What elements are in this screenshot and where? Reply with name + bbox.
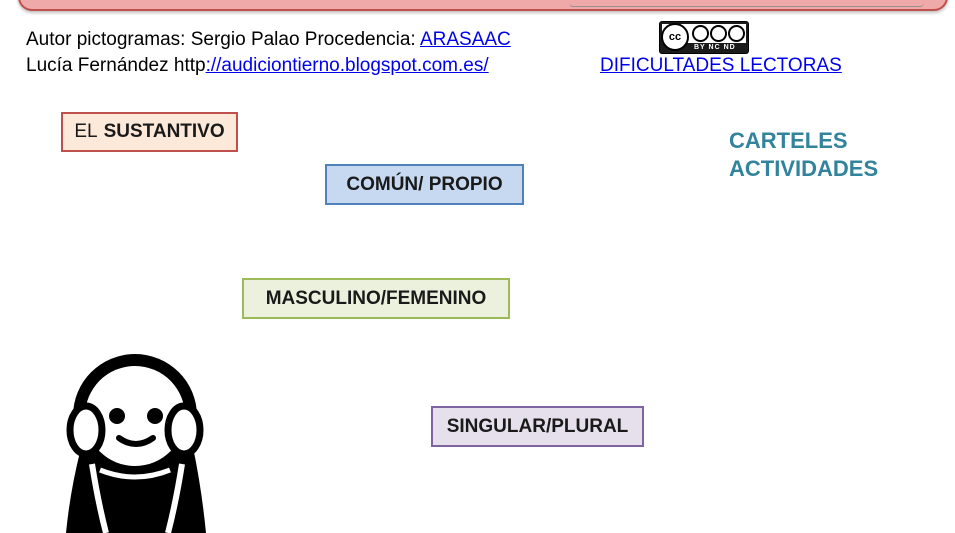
singular-plural-button[interactable]: SINGULAR/PLURAL	[431, 406, 644, 447]
sustantivo-prefix: EL	[74, 121, 98, 142]
masculino-femenino-button[interactable]: MASCULINO/FEMENINO	[242, 278, 510, 319]
comun-propio-label: COMÚN/ PROPIO	[346, 173, 503, 195]
cc-icon: cc	[661, 23, 689, 51]
credit-blog-text: Lucía Fernández http	[26, 55, 206, 76]
by-icon	[692, 25, 709, 42]
nd-icon	[728, 25, 745, 42]
actividades-link[interactable]: ACTIVIDADES	[729, 156, 879, 181]
singular-plural-label: SINGULAR/PLURAL	[446, 415, 629, 437]
side-menu: CARTELES ACTIVIDADES	[729, 127, 878, 183]
top-banner	[18, 0, 948, 11]
credit-line-blog: Lucía Fernández http://audiciontierno.bl…	[26, 55, 489, 77]
carteles-link[interactable]: CARTELES	[729, 128, 848, 153]
sustantivo-button[interactable]: EL SUSTANTIVO	[61, 112, 238, 152]
arasaac-link[interactable]: ARASAAC	[419, 29, 511, 50]
masculino-femenino-label: MASCULINO/FEMENINO	[265, 287, 487, 309]
banner-inner-field	[569, 0, 924, 7]
dificultades-lectoras-link[interactable]: DIFICULTADES LECTORAS	[600, 55, 842, 76]
nc-icon	[710, 25, 727, 42]
blog-link[interactable]: ://audiciontierno.blogspot.com.es/	[205, 55, 489, 76]
credit-author-text: Autor pictogramas: Sergio Palao Proceden…	[26, 29, 420, 50]
thinking-person-icon	[66, 354, 206, 533]
cc-badge-text: BY NC ND	[694, 44, 736, 51]
sustantivo-label: SUSTANTIVO	[103, 121, 225, 142]
credit-line-author: Autor pictogramas: Sergio Palao Proceden…	[26, 29, 511, 51]
comun-propio-button[interactable]: COMÚN/ PROPIO	[325, 164, 524, 205]
cc-license-badge[interactable]: cc BY NC ND	[659, 21, 749, 54]
